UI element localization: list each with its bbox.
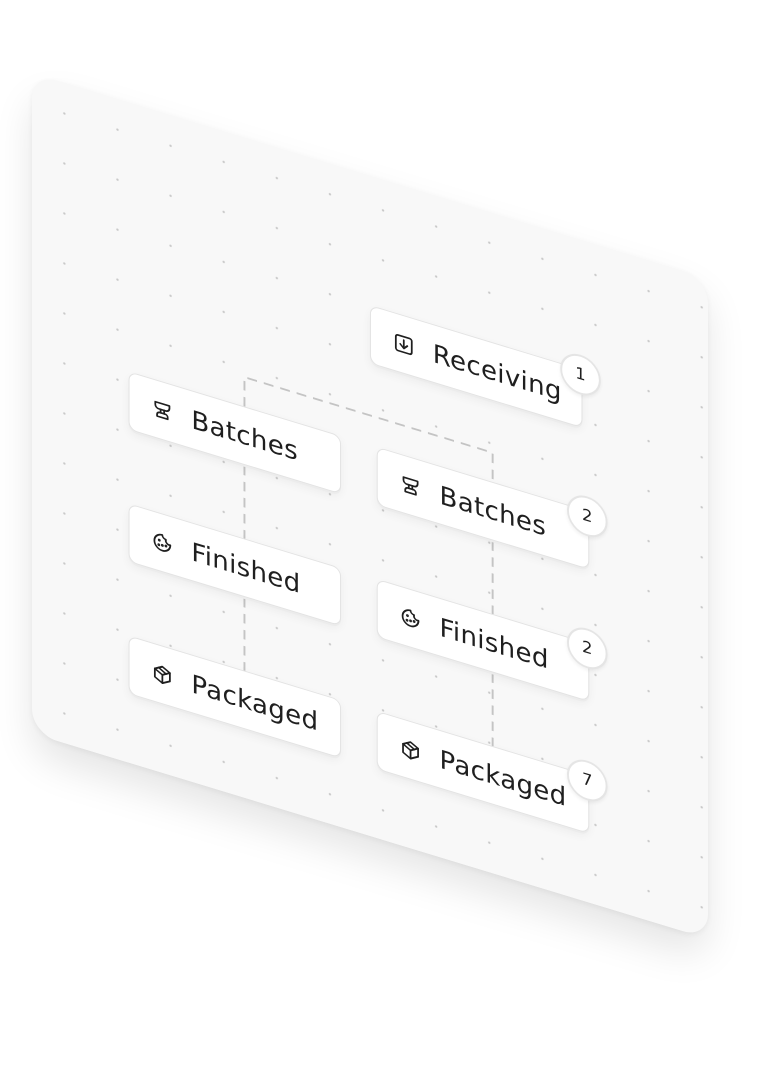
node-batches-left[interactable]: Batches	[128, 371, 342, 495]
anvil-icon	[151, 396, 174, 426]
anvil-icon	[399, 471, 422, 501]
node-finished-left[interactable]: Finished	[128, 503, 342, 627]
node-finished-right[interactable]: Finished 2	[376, 578, 608, 702]
arrow-down-square-icon	[392, 330, 415, 360]
connector-lines	[243, 375, 494, 747]
package-icon	[151, 660, 174, 690]
dot-grid-canvas: Receiving 1 Batches	[32, 73, 708, 939]
node-packaged-right[interactable]: Packaged 7	[376, 710, 608, 834]
node-packaged-left[interactable]: Packaged	[128, 635, 342, 759]
cookie-icon	[151, 528, 174, 558]
package-icon	[399, 736, 422, 766]
node-receiving[interactable]: Receiving 1	[369, 305, 601, 429]
node-batches-right[interactable]: Batches 2	[376, 446, 608, 570]
cookie-icon	[399, 603, 422, 633]
connector-receiving-to-left-batches	[243, 375, 494, 483]
